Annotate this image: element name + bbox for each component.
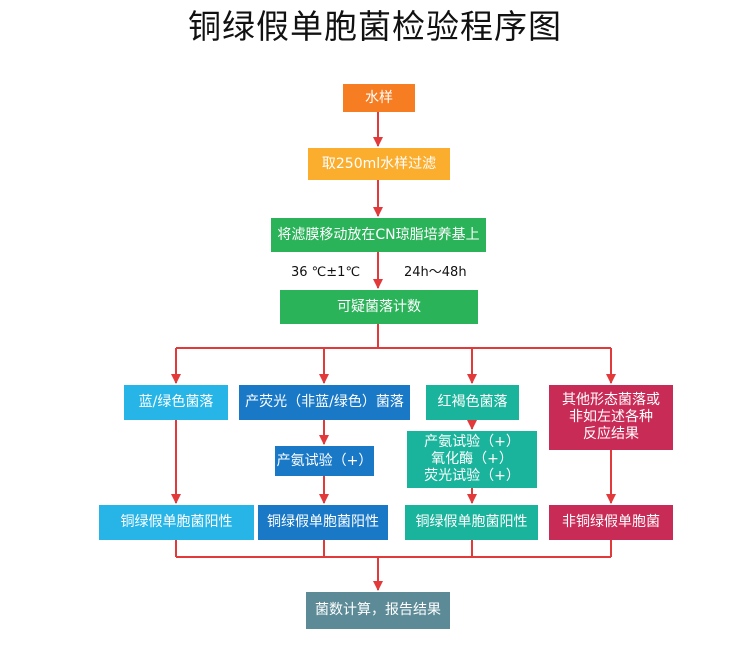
node-ammonia-test: 产氨试验（+） [275, 446, 374, 476]
node-other-colony: 其他形态菌落或 非如左述各种 反应结果 [549, 385, 673, 450]
node-negative: 非铜绿假单胞菌 [549, 505, 673, 540]
node-filter: 取250ml水样过滤 [308, 148, 450, 180]
node-redbrown-colony: 红褐色菌落 [426, 385, 519, 420]
node-bluegreen-colony: 蓝/绿色菌落 [124, 385, 228, 420]
node-triple-test: 产氨试验（+） 氧化酶（+） 荧光试验（+） [407, 431, 537, 488]
node-positive-1: 铜绿假单胞菌阳性 [99, 505, 254, 540]
node-fluorescent-colony: 产荧光（非蓝/绿色）菌落 [239, 385, 410, 420]
condition-temperature: 36 ℃±1℃ [291, 265, 361, 280]
page-title: 铜绿假单胞菌检验程序图 [188, 7, 562, 46]
node-positive-3: 铜绿假单胞菌阳性 [405, 505, 538, 540]
condition-duration: 24h～48h [404, 265, 467, 280]
node-suspect-colony-count: 可疑菌落计数 [280, 290, 478, 324]
node-sample: 水样 [343, 84, 415, 112]
node-positive-2: 铜绿假单胞菌阳性 [258, 505, 388, 540]
node-result-report: 菌数计算，报告结果 [306, 592, 450, 629]
node-transfer-to-cn-agar: 将滤膜移动放在CN琼脂培养基上 [271, 218, 486, 252]
